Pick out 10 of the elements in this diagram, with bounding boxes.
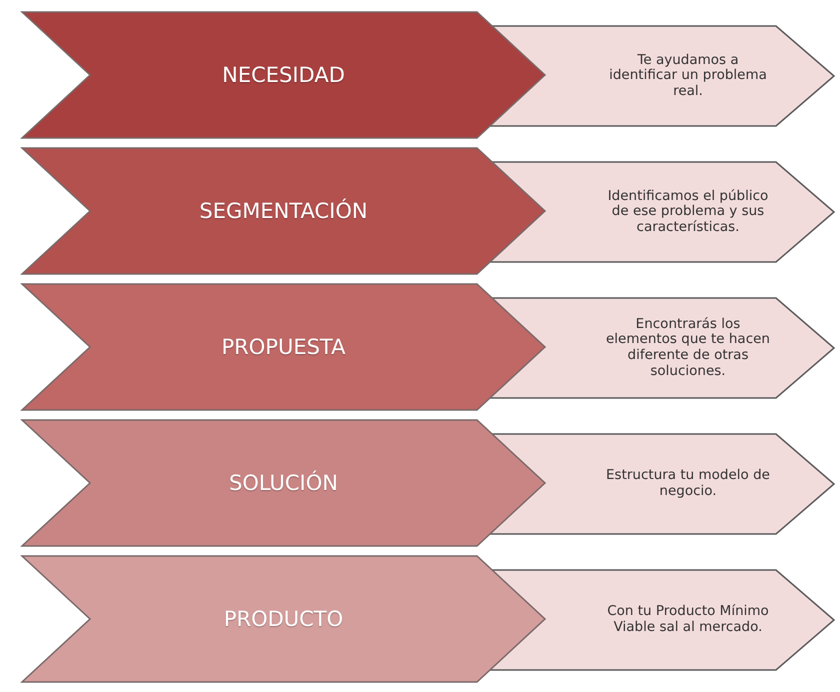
- step-description: Identificamos el público de ese problema y sus características.: [606, 188, 770, 236]
- step-description: Encontrarás los elementos que te hacen diferente de otras soluciones.: [605, 316, 771, 380]
- step-description: Te ayudamos a identificar un problema real.: [608, 52, 768, 100]
- step-title: SOLUCIÓN: [229, 471, 338, 495]
- step-title: SEGMENTACIÓN: [199, 199, 368, 223]
- step-description: Estructura tu modelo de negocio.: [605, 468, 771, 500]
- step-title: NECESIDAD: [222, 63, 345, 87]
- step-title: PROPUESTA: [222, 335, 346, 359]
- step-description: Con tu Producto Mínimo Viable sal al mercado.: [606, 604, 770, 636]
- step-title: PRODUCTO: [224, 607, 344, 631]
